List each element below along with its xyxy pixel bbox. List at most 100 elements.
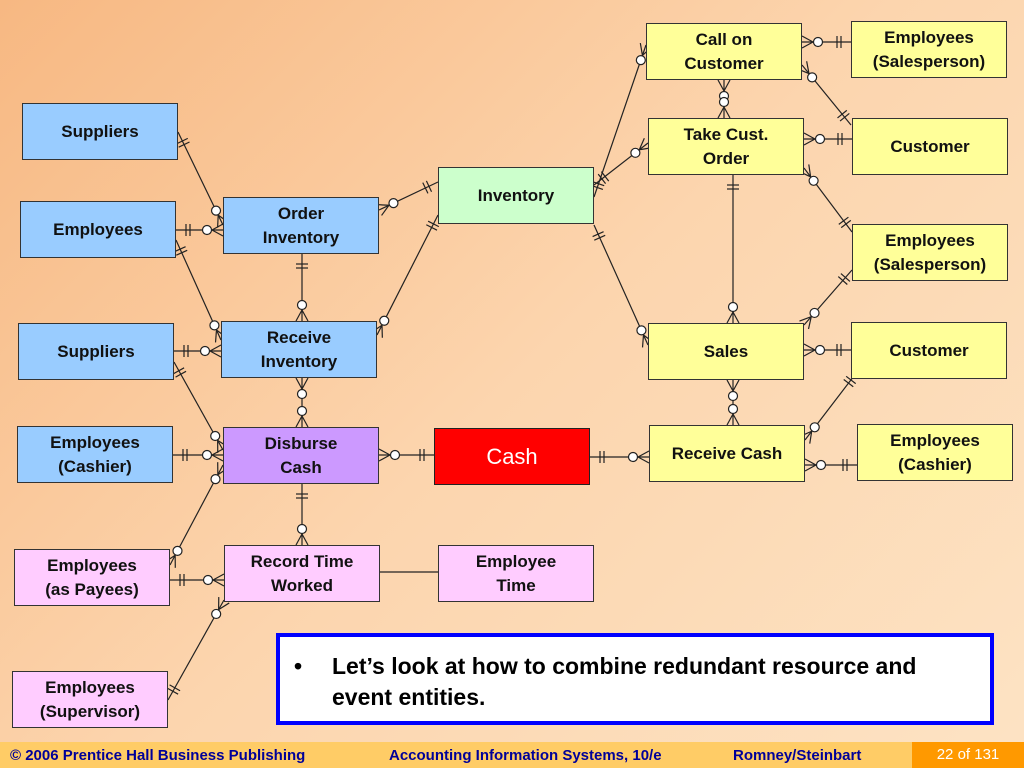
- event-order-inventory[interactable]: Order Inventory: [223, 197, 379, 254]
- crows-foot-marker: [211, 223, 224, 231]
- crows-foot-marker: [809, 431, 813, 444]
- entity-suppliers-2[interactable]: Suppliers: [18, 323, 174, 380]
- crows-foot-marker: [218, 602, 230, 611]
- crows-foot-marker: [295, 377, 303, 390]
- crows-foot-marker: [726, 311, 734, 324]
- crows-foot-marker: [799, 316, 812, 322]
- one-mandatory-marker: [840, 219, 852, 229]
- entity-employees-cashier-left[interactable]: Employees (Cashier): [17, 426, 173, 483]
- one-mandatory-marker: [837, 109, 848, 119]
- zero-optional-marker: [627, 451, 639, 463]
- entity-employees-1[interactable]: Employees: [20, 201, 176, 258]
- one-mandatory-marker: [169, 684, 181, 692]
- zero-optional-marker: [210, 205, 222, 216]
- zero-optional-marker: [210, 474, 221, 485]
- entity-employees-as-payees[interactable]: Employees (as Payees): [14, 549, 170, 606]
- crows-foot-marker: [212, 573, 225, 581]
- crows-foot-marker: [717, 106, 725, 119]
- zero-optional-marker: [809, 307, 820, 319]
- crows-foot-marker: [732, 311, 740, 324]
- zero-optional-marker: [296, 299, 308, 311]
- zero-optional-marker: [209, 320, 220, 331]
- zero-optional-marker: [807, 72, 818, 83]
- zero-optional-marker: [636, 325, 647, 336]
- one-mandatory-marker: [592, 231, 604, 238]
- resource-cash[interactable]: Cash: [434, 428, 590, 485]
- crows-foot-marker: [723, 106, 731, 119]
- entity-customer-2[interactable]: Customer: [851, 322, 1007, 379]
- entity-employees-supervisor[interactable]: Employees (Supervisor): [12, 671, 168, 728]
- crows-foot-marker: [806, 61, 810, 74]
- one-mandatory-marker: [425, 180, 433, 192]
- zero-optional-marker: [296, 405, 308, 417]
- event-call-on-customer[interactable]: Call on Customer: [646, 23, 802, 80]
- crows-foot-marker: [209, 344, 222, 352]
- one-mandatory-marker: [845, 375, 857, 385]
- crows-foot-marker: [641, 334, 645, 348]
- zero-optional-marker: [808, 175, 819, 186]
- crows-foot-marker: [804, 464, 817, 472]
- event-sales[interactable]: Sales: [648, 323, 804, 380]
- crows-foot-marker: [301, 415, 309, 428]
- resource-inventory[interactable]: Inventory: [438, 167, 594, 224]
- zero-optional-marker: [809, 422, 820, 433]
- crows-foot-marker: [378, 454, 391, 462]
- one-mandatory-marker: [426, 224, 438, 231]
- crows-foot-marker: [639, 42, 644, 56]
- event-take-cust-order[interactable]: Take Cust. Order: [648, 118, 804, 175]
- one-mandatory-marker: [176, 137, 189, 145]
- crows-foot-marker: [295, 309, 303, 322]
- zero-optional-marker: [727, 390, 739, 402]
- one-mandatory-marker: [597, 173, 607, 184]
- zero-optional-marker: [210, 430, 221, 442]
- crows-foot-marker: [803, 132, 816, 140]
- zero-optional-marker: [814, 133, 826, 145]
- zero-optional-marker: [172, 545, 183, 556]
- zero-optional-marker: [199, 345, 211, 357]
- page-number: 22 of 131: [912, 742, 1024, 768]
- event-receive-cash[interactable]: Receive Cash: [649, 425, 805, 482]
- zero-optional-marker: [388, 198, 399, 209]
- one-mandatory-marker: [173, 367, 185, 375]
- zero-optional-marker: [389, 449, 401, 461]
- one-mandatory-marker: [840, 273, 851, 282]
- crows-foot-marker: [803, 343, 816, 351]
- event-receive-inventory[interactable]: Receive Inventory: [221, 321, 377, 378]
- crows-foot-marker: [209, 350, 222, 358]
- crows-foot-marker: [808, 164, 812, 177]
- footer-book-title: Accounting Information Systems, 10/e: [389, 747, 662, 764]
- one-mandatory-marker: [592, 181, 605, 187]
- event-disburse-cash[interactable]: Disburse Cash: [223, 427, 379, 484]
- one-mandatory-marker: [422, 182, 429, 194]
- entity-suppliers-1[interactable]: Suppliers: [22, 103, 178, 160]
- resource-employee-time[interactable]: Employee Time: [438, 545, 594, 602]
- zero-optional-marker: [635, 55, 646, 66]
- zero-optional-marker: [296, 523, 308, 535]
- crows-foot-marker: [211, 454, 224, 462]
- event-record-time-worked[interactable]: Record Time Worked: [224, 545, 380, 602]
- one-mandatory-marker: [176, 249, 188, 256]
- one-mandatory-marker: [838, 216, 849, 225]
- crows-foot-marker: [301, 533, 309, 546]
- relationship-line-14: [376, 214, 439, 336]
- zero-optional-marker: [296, 388, 308, 400]
- entity-employees-salesperson-1[interactable]: Employees (Salesperson): [851, 21, 1007, 78]
- one-mandatory-marker: [594, 234, 606, 241]
- entity-employees-salesperson-2[interactable]: Employees (Salesperson): [852, 224, 1008, 281]
- zero-optional-marker: [815, 459, 827, 471]
- crows-foot-marker: [211, 229, 224, 237]
- one-mandatory-marker: [427, 220, 440, 228]
- crows-foot-marker: [637, 450, 650, 458]
- crows-foot-marker: [212, 579, 225, 587]
- zero-optional-marker: [718, 96, 730, 108]
- entity-employees-cashier-right[interactable]: Employees (Cashier): [857, 424, 1013, 481]
- crows-foot-marker: [214, 329, 218, 343]
- bullet-mark: •: [294, 653, 303, 679]
- crows-foot-marker: [723, 79, 731, 92]
- crows-foot-marker: [301, 377, 309, 390]
- crows-foot-marker: [211, 448, 224, 456]
- entity-customer-1[interactable]: Customer: [852, 118, 1008, 175]
- crows-foot-marker: [801, 35, 814, 43]
- crows-foot-marker: [637, 456, 650, 464]
